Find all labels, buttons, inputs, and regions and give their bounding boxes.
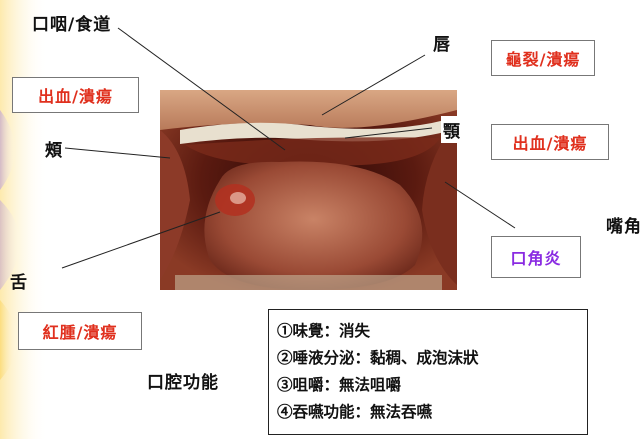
function-item-taste: ①味覺：消失 <box>277 317 579 344</box>
oral-cavity-photo <box>160 90 457 290</box>
bleeding-ulcer-box-right: 出血/潰瘍 <box>491 124 609 160</box>
left-decorative-band <box>0 0 60 439</box>
mouth-corner-label: 嘴角 <box>606 212 642 237</box>
cracks-ulcer-box: 龜裂/潰瘍 <box>491 40 595 76</box>
function-item-chewing: ③咀嚼：無法咀嚼 <box>277 371 579 398</box>
cheek-label: 頰 <box>45 136 63 161</box>
function-item-saliva: ②唾液分泌：黏稠、成泡沫狀 <box>277 344 579 371</box>
lip-label: 唇 <box>433 30 451 55</box>
oral-function-list: ①味覺：消失 ②唾液分泌：黏稠、成泡沫狀 ③咀嚼：無法咀嚼 ④吞嚥功能：無法吞嚥 <box>268 309 588 435</box>
tongue-label: 舌 <box>10 268 28 293</box>
function-item-swallowing: ④吞嚥功能：無法吞嚥 <box>277 398 579 425</box>
bleeding-ulcer-box-left: 出血/潰瘍 <box>12 77 139 113</box>
oral-function-label: 口腔功能 <box>147 368 219 393</box>
swelling-ulcer-box: 紅腫/潰瘍 <box>18 312 142 350</box>
angular-cheilitis-box: 口角炎 <box>491 236 581 278</box>
pharynx-label: 口咽/食道 <box>32 10 111 35</box>
palate-label: 顎 <box>441 116 463 143</box>
